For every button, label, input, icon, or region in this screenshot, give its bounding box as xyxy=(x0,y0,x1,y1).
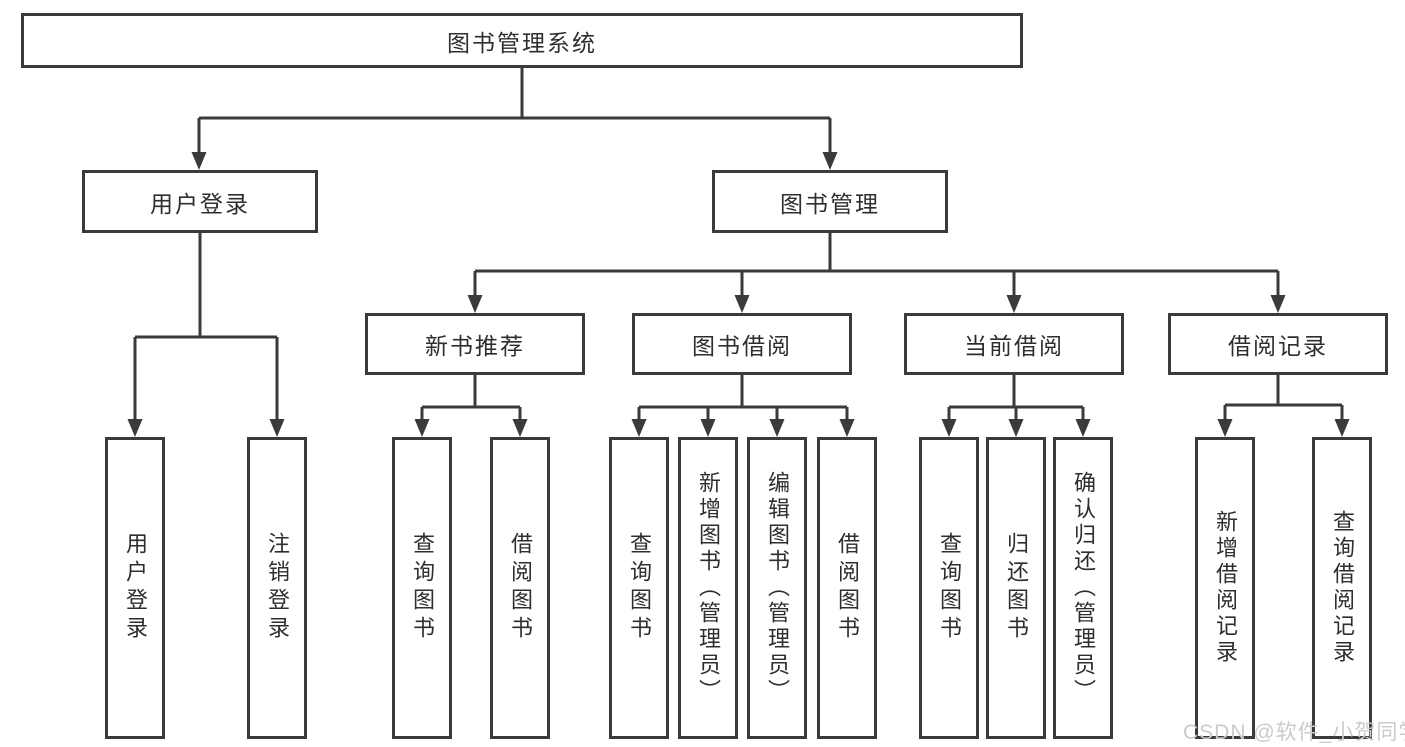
leaf-query-borrow-record: 查询借阅记录 xyxy=(1312,437,1372,739)
csdn-watermark: CSDN @软件_小贺同学 xyxy=(1183,721,1405,744)
node-book-borrowing: 图书借阅 xyxy=(632,313,852,375)
leaf-logout: 注销登录 xyxy=(247,437,307,739)
leaf-add-borrow-record: 新增借阅记录 xyxy=(1195,437,1255,739)
leaf-query-books-borrow: 查询图书 xyxy=(609,437,669,739)
leaf-borrow-books-recommend: 借阅图书 xyxy=(490,437,550,739)
node-user-login-branch: 用户登录 xyxy=(82,170,318,233)
leaf-query-books-recommend: 查询图书 xyxy=(392,437,452,739)
leaf-add-books-admin: 新增图书（管理员） xyxy=(678,437,738,739)
node-root-library-system: 图书管理系统 xyxy=(21,13,1023,68)
leaf-borrow-books: 借阅图书 xyxy=(817,437,877,739)
leaf-confirm-return-admin: 确认归还（管理员） xyxy=(1053,437,1113,739)
node-current-borrowing: 当前借阅 xyxy=(904,313,1124,375)
leaf-query-books-current: 查询图书 xyxy=(919,437,979,739)
leaf-return-books: 归还图书 xyxy=(986,437,1046,739)
node-new-book-recommend: 新书推荐 xyxy=(365,313,585,375)
node-borrowing-records: 借阅记录 xyxy=(1168,313,1388,375)
node-book-management-branch: 图书管理 xyxy=(712,170,948,233)
leaf-edit-books-admin: 编辑图书（管理员） xyxy=(747,437,807,739)
leaf-user-login: 用户登录 xyxy=(105,437,165,739)
